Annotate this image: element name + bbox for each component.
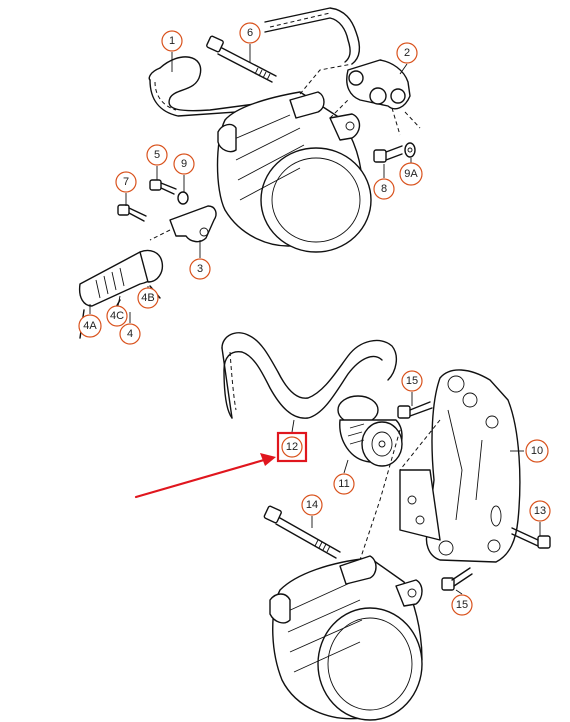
- bolt-7: [117, 204, 147, 222]
- svg-text:1: 1: [169, 35, 175, 47]
- callout-8: 8: [373, 178, 395, 200]
- svg-text:15: 15: [406, 375, 418, 387]
- callout-5: 5: [146, 144, 168, 166]
- red-arrow: [134, 453, 276, 499]
- svg-text:7: 7: [123, 176, 129, 188]
- svg-text:3: 3: [197, 263, 203, 275]
- washer-9A: [404, 142, 416, 158]
- bolt-15-upper: [397, 401, 433, 419]
- callout-10: 10: [525, 439, 549, 463]
- svg-text:13: 13: [534, 505, 546, 517]
- bracket-10: [359, 369, 521, 563]
- svg-text:8: 8: [381, 183, 387, 195]
- svg-text:4B: 4B: [141, 292, 154, 304]
- callout-11: 11: [333, 473, 355, 495]
- callout-2: 2: [396, 42, 418, 64]
- svg-text:11: 11: [338, 478, 349, 490]
- callout-3: 3: [189, 258, 211, 280]
- highlight-box: [276, 431, 308, 463]
- bolt-6: [206, 35, 277, 83]
- washer-9: [177, 191, 189, 205]
- svg-text:4A: 4A: [83, 320, 97, 332]
- callout-7: 7: [115, 171, 137, 193]
- callout-4A: 4A: [78, 314, 102, 338]
- svg-text:4: 4: [127, 328, 133, 340]
- svg-text:14: 14: [306, 499, 318, 511]
- bolt-5: [149, 179, 177, 195]
- svg-text:15: 15: [456, 599, 468, 611]
- svg-text:9: 9: [181, 158, 187, 170]
- svg-text:5: 5: [154, 149, 160, 161]
- callout-15-lower: 15: [451, 594, 473, 616]
- bolt-8: [373, 145, 403, 163]
- callout-9A: 9A: [399, 162, 423, 186]
- alternator-top: [216, 91, 372, 253]
- alternator-bottom: [269, 555, 423, 721]
- bolt-15-lower: [441, 567, 473, 591]
- svg-text:9A: 9A: [404, 168, 418, 180]
- callout-12: 12: [281, 436, 303, 458]
- bolt-14: [263, 505, 341, 559]
- svg-text:6: 6: [247, 27, 253, 39]
- callout-6: 6: [239, 22, 261, 44]
- bracket-3: [149, 205, 217, 243]
- svg-text:10: 10: [531, 445, 543, 457]
- callout-4C: 4C: [106, 305, 128, 327]
- leader-lines: [89, 44, 541, 595]
- callout-9: 9: [173, 153, 195, 175]
- tensioner-11: [337, 395, 403, 467]
- callout-4: 4: [119, 323, 141, 345]
- bolt-13: [511, 527, 551, 549]
- callout-14: 14: [301, 494, 323, 516]
- bracket-2: [299, 59, 421, 136]
- svg-text:2: 2: [404, 47, 410, 59]
- ribbed-belt-12: [221, 332, 398, 419]
- callout-4B: 4B: [137, 287, 159, 309]
- callout-13: 13: [529, 500, 551, 522]
- callout-15-upper: 15: [401, 370, 423, 392]
- ribbed-belt-top: [148, 7, 361, 117]
- svg-text:12: 12: [286, 441, 298, 453]
- svg-text:4C: 4C: [110, 310, 124, 322]
- callout-1: 1: [161, 30, 183, 52]
